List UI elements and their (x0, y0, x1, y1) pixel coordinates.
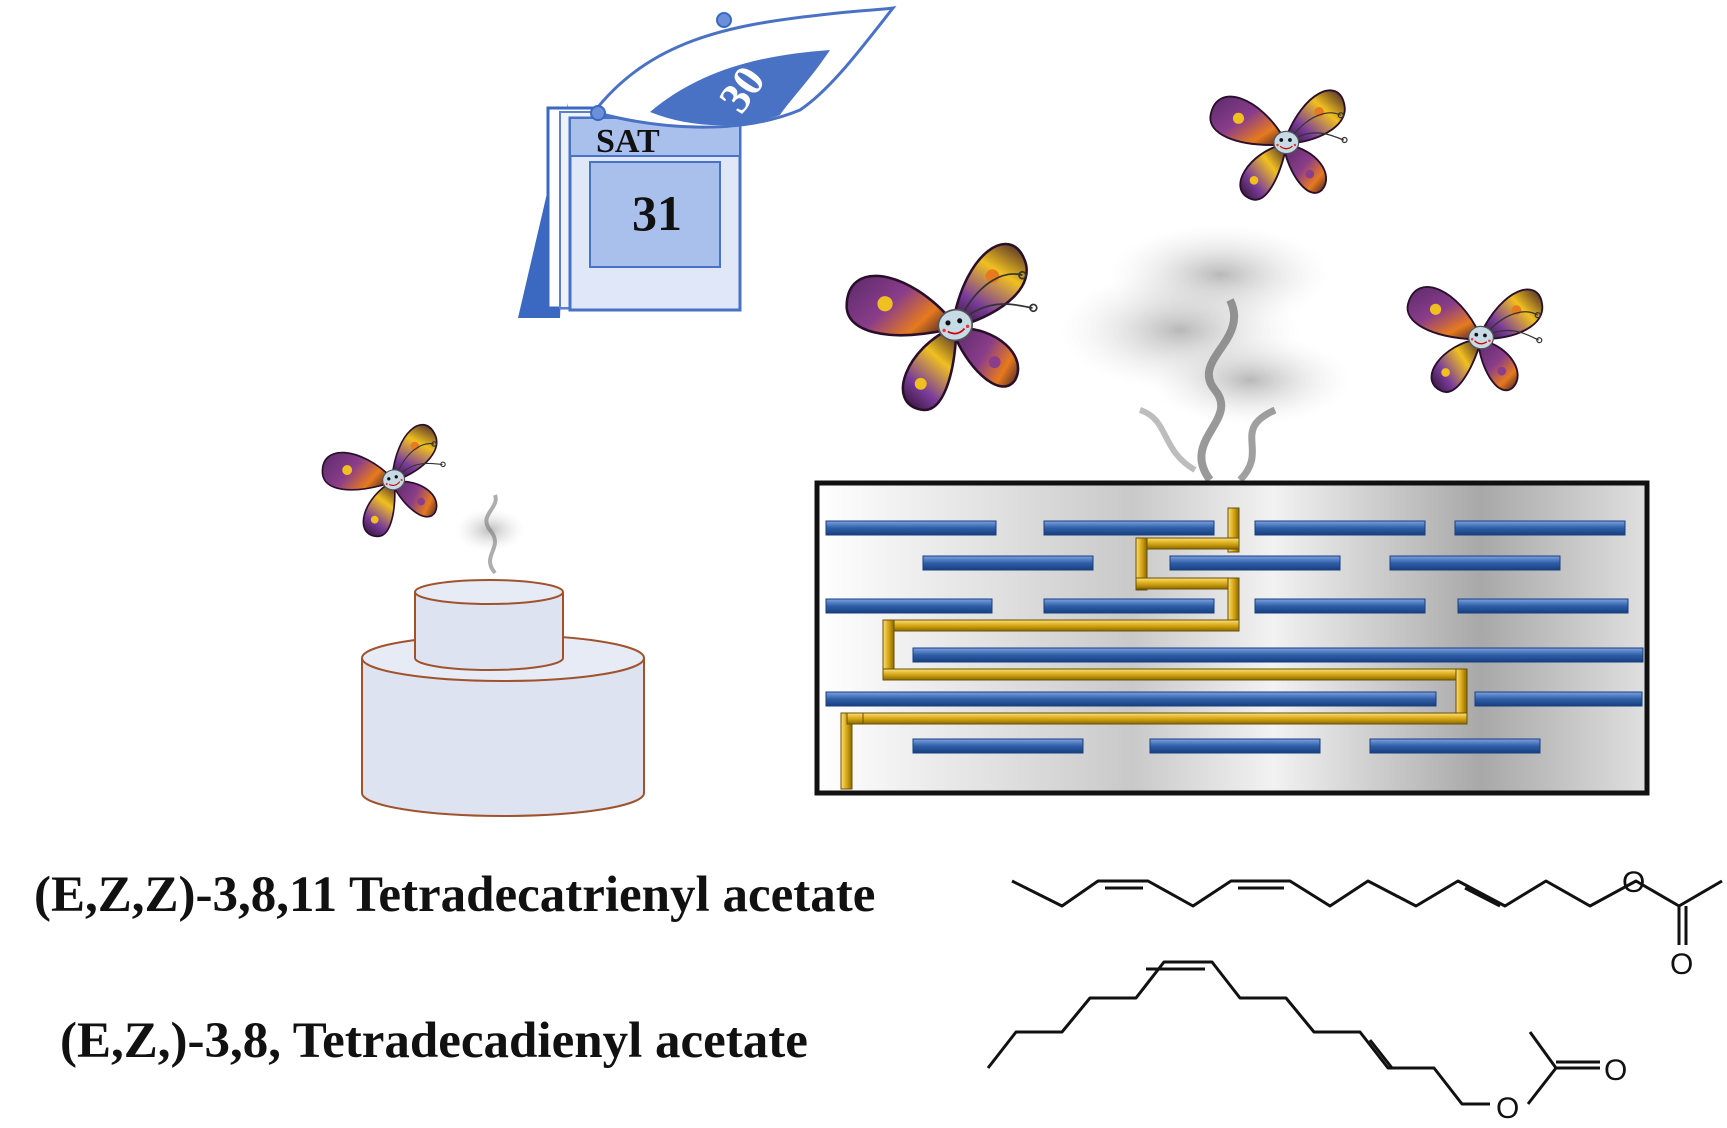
smoke-plume-small (455, 494, 525, 575)
calendar-date-current: 31 (632, 185, 682, 241)
layered-cake (361, 579, 645, 817)
butterfly-icon (1209, 89, 1348, 201)
compound-name-dienyl: (E,Z,)-3,8, Tetradecadienyl acetate (60, 1013, 808, 1069)
structure-2-ester-oxygen: O (1496, 1092, 1519, 1125)
structure-1-carbonyl-oxygen: O (1670, 948, 1693, 981)
pheromone-dispenser (814, 480, 1650, 796)
butterfly-icon (1399, 278, 1548, 401)
structure-2-carbonyl-oxygen: O (1604, 1054, 1627, 1087)
compound-name-trienyl: (E,Z,Z)-3,8,11 Tetradecatrienyl acetate (34, 867, 876, 923)
butterfly-icon (315, 420, 460, 548)
matrix-bars (825, 520, 1644, 754)
smoke-plume (1060, 225, 1350, 483)
calendar-day-label: SAT (596, 123, 660, 160)
structure-1-ester-oxygen: O (1622, 866, 1645, 899)
structure-dienyl-acetate (986, 960, 1600, 1106)
butterfly-icon (839, 238, 1053, 422)
structure-trienyl-acetate (1011, 879, 1723, 945)
pheromone-chain (840, 507, 1468, 790)
calendar-icon: SAT 31 30 (518, 5, 897, 318)
